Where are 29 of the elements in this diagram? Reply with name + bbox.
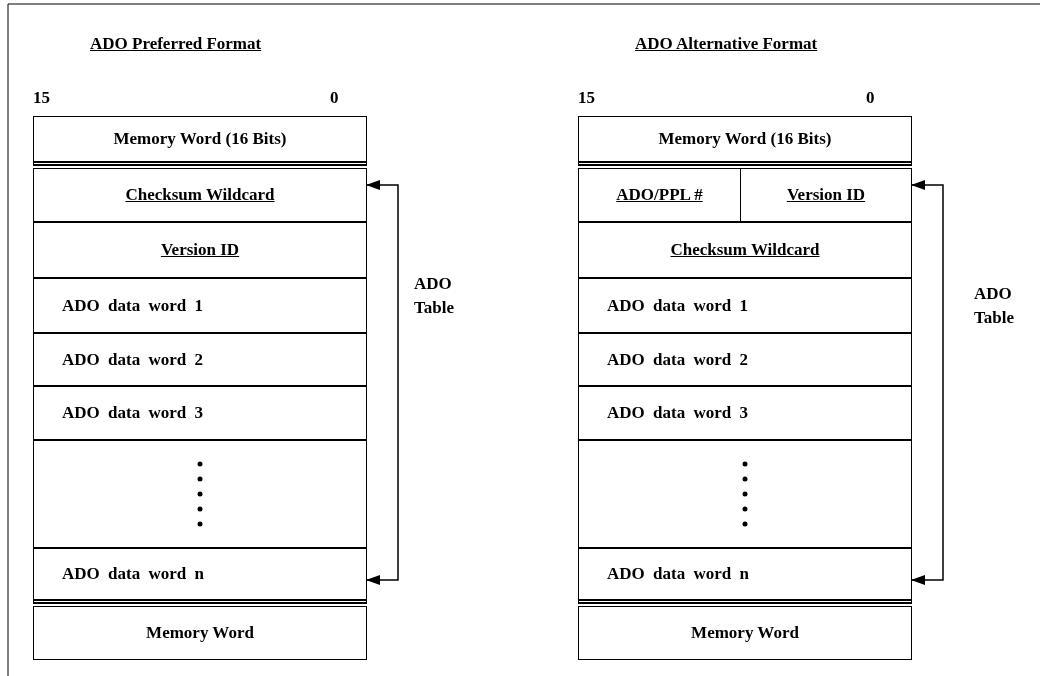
table-cell: ADO data word 2 (33, 333, 367, 386)
bit-number: 0 (866, 88, 875, 108)
table-cell: Memory Word (33, 606, 367, 660)
table-cell: ADO data word 1 (578, 278, 912, 333)
bracket-arrow (911, 180, 944, 585)
table-cell: ADO data word 3 (33, 386, 367, 440)
table-cell: ADO data word 2 (578, 333, 912, 386)
bracket-arrow (366, 180, 399, 585)
table-cell: Memory Word (16 Bits) (33, 116, 367, 166)
format-heading: ADO Preferred Format (90, 34, 262, 54)
table-cell: Checksum Wildcard (33, 168, 367, 222)
bit-number: 0 (330, 88, 339, 108)
format-heading: ADO Alternative Format (635, 34, 818, 54)
edge-label: ADO Table (974, 283, 1015, 329)
table-cell: ADO data word n (33, 548, 367, 604)
table-row (33, 440, 367, 548)
table-cell: Memory Word (16 Bits) (578, 116, 912, 166)
table-cell: Memory Word (578, 606, 912, 660)
table-cell: ADO data word 1 (33, 278, 367, 333)
table-cell: ADO data word 3 (578, 386, 912, 440)
table-cell: Version ID (33, 222, 367, 278)
table-cell: Version ID (740, 168, 912, 222)
bit-number: 15 (33, 88, 50, 108)
table-row (578, 440, 912, 548)
table-cell: Checksum Wildcard (578, 222, 912, 278)
table-cell: ADO data word n (578, 548, 912, 604)
table-cell: ADO/PPL # (578, 168, 741, 222)
edge-label: ADO Table (414, 273, 455, 319)
bit-number: 15 (578, 88, 595, 108)
